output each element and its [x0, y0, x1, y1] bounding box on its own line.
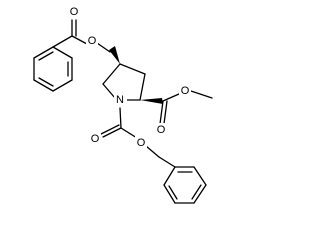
- atom-o-methyl-ester: O: [179, 84, 191, 98]
- atom-n-ring: N: [114, 93, 127, 107]
- benzoyl-phenyl-ring: [33, 46, 73, 92]
- atom-o-carbonyl-cbz: O: [89, 132, 101, 146]
- benzyl-phenyl-ring: [158, 156, 207, 204]
- atom-label: O: [88, 35, 97, 47]
- atom-label: O: [70, 6, 79, 18]
- methyl-ester: [159, 90, 213, 125]
- benzoyl-carbonyl: [52, 19, 88, 48]
- atom-o-ester-benzoyl: O: [86, 34, 98, 48]
- atom-label: O: [91, 133, 100, 145]
- atom-label: N: [116, 94, 124, 106]
- cbz-carbamate: [100, 107, 160, 158]
- atom-o-carbonyl-methyl-ester: O: [155, 123, 167, 137]
- atom-o-cbz: O: [135, 136, 147, 150]
- stereo-wedge-c2: [140, 98, 163, 104]
- pyrrolidine-ring: [102, 63, 146, 101]
- ester-o-to-c4-bond: [96, 42, 111, 53]
- atom-label: O: [181, 85, 190, 97]
- atom-o-carbonyl-benzoyl: O: [68, 5, 80, 19]
- atom-label: O: [157, 124, 166, 136]
- stereo-wedge-c4: [109, 46, 120, 64]
- atom-label: O: [137, 137, 146, 149]
- structure-diagram: O O N O O O O: [33, 5, 213, 204]
